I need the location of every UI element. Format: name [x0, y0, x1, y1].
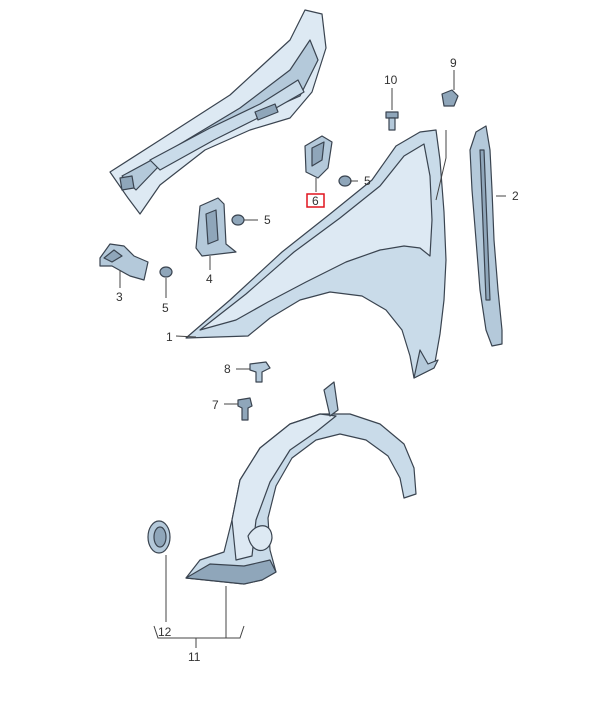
callout-1: 1	[166, 330, 173, 344]
callout-8: 8	[224, 362, 231, 376]
clip-part-9	[441, 89, 459, 107]
bracket-part-4	[195, 197, 237, 257]
bracket-part-6	[304, 135, 333, 179]
bracket-part-3	[99, 243, 149, 281]
callout-5-c: 5	[162, 301, 169, 315]
seal-strip-part-2	[469, 125, 503, 347]
callout-11: 11	[188, 650, 201, 664]
rivet-part-8	[249, 361, 271, 383]
callout-12: 12	[158, 625, 172, 639]
callout-5-a: 5	[264, 213, 271, 227]
inner-wing-panel	[109, 9, 327, 215]
grommet-cover-part-12	[147, 520, 171, 554]
wheel-arch-liner-part-11	[185, 381, 417, 585]
callout-6: 6	[312, 194, 319, 208]
bolt-part-10	[385, 111, 399, 131]
screw-part-7	[237, 397, 253, 421]
leader-lines	[119, 70, 506, 648]
callout-labels: 1 2 3 4 5 5 5 6 7 8 9 10 11 12	[116, 56, 519, 664]
callout-4: 4	[206, 272, 213, 286]
callout-3: 3	[116, 290, 123, 304]
callout-6-highlight	[306, 193, 325, 208]
fender-part-1	[185, 129, 447, 379]
callout-9: 9	[450, 56, 457, 70]
callout-2: 2	[512, 189, 519, 203]
callout-7: 7	[212, 398, 219, 412]
callout-5-b: 5	[364, 174, 371, 188]
callout-10: 10	[384, 73, 398, 87]
